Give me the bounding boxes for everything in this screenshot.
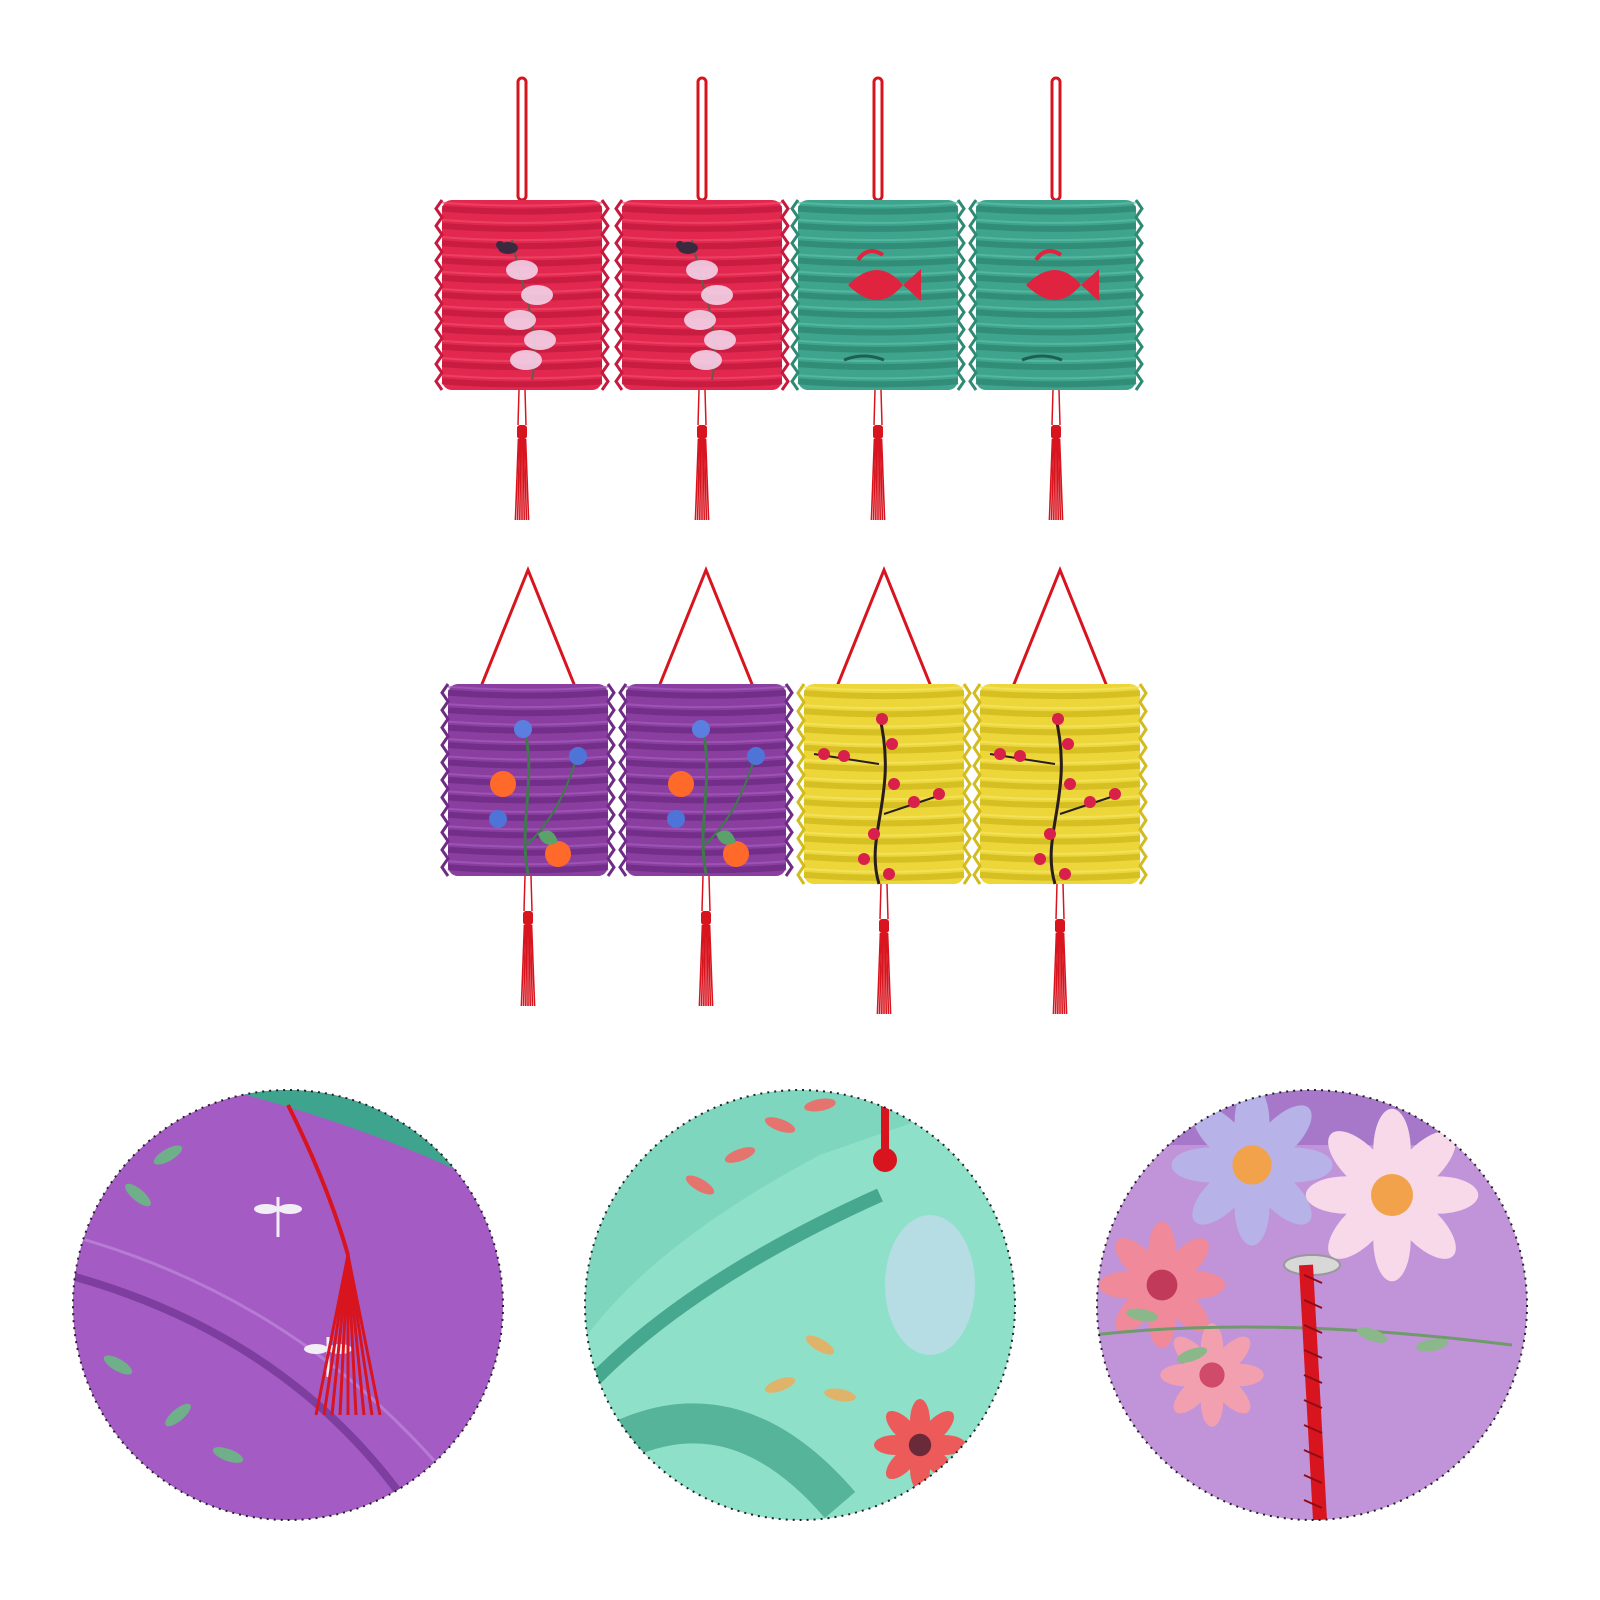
lantern	[618, 565, 794, 1007]
goldfish-icon	[1021, 249, 1099, 362]
wildflower-icon	[489, 720, 587, 875]
hanging-handle	[476, 565, 580, 695]
hanging-handle	[654, 565, 758, 695]
lantern	[614, 76, 790, 521]
lantern	[790, 76, 966, 521]
detail-border	[72, 1089, 504, 1521]
goldfish-icon	[843, 249, 921, 362]
lilac-daisy-string-detail	[1096, 1089, 1528, 1521]
lantern	[440, 565, 616, 1007]
hanging-string	[696, 76, 708, 202]
tassel	[1052, 883, 1068, 1015]
plum-blossom-icon	[813, 713, 945, 885]
tassel	[694, 389, 710, 521]
detail-border	[1096, 1089, 1528, 1521]
plum-blossom-icon	[989, 713, 1121, 885]
bird-blossom-icon	[496, 239, 556, 381]
hanging-handle	[1008, 565, 1112, 695]
lantern-grid	[434, 76, 1148, 1015]
tassel	[870, 389, 886, 521]
lantern-body	[968, 199, 1144, 391]
hanging-handle	[832, 565, 936, 695]
wildflower-icon	[667, 720, 765, 875]
hanging-string	[1050, 76, 1062, 202]
tassel	[286, 1104, 382, 1416]
green-blossom-handle-detail	[584, 1089, 1016, 1521]
bird-blossom-icon	[676, 239, 736, 381]
tassel	[698, 875, 714, 1007]
lantern	[972, 565, 1148, 1015]
tassel	[876, 883, 892, 1015]
detail-border	[584, 1089, 1016, 1521]
hanging-string	[516, 76, 528, 202]
tassel	[1048, 389, 1064, 521]
tassel	[514, 389, 530, 521]
hanging-string	[872, 76, 884, 202]
tassel	[520, 875, 536, 1007]
lantern	[796, 565, 972, 1015]
red-cord	[1299, 1264, 1327, 1520]
lantern	[968, 76, 1144, 521]
purple-dragonfly-tassel-detail	[72, 1089, 504, 1521]
detail-closeups	[72, 1089, 1528, 1521]
lantern	[434, 76, 610, 521]
